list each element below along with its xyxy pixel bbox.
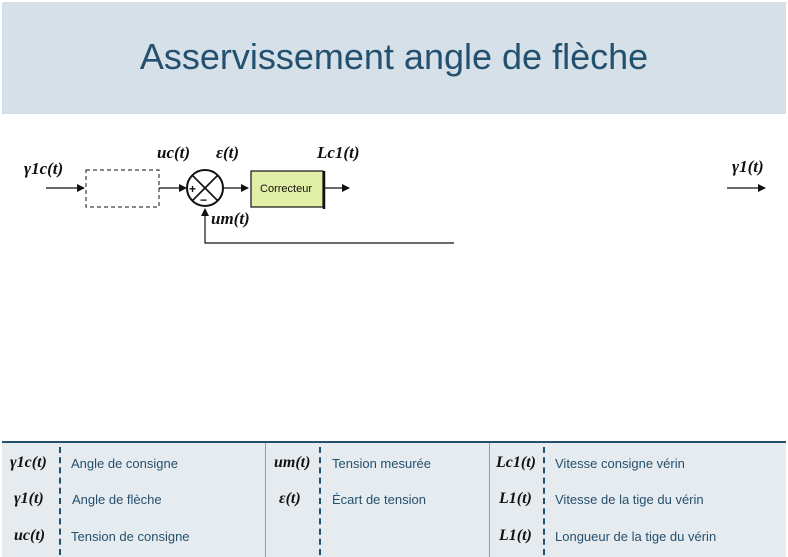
legend-symbol: γ1c(t) [10, 454, 47, 471]
legend-dash-1 [59, 447, 61, 555]
block-diagram: + − Correcteur γ1c(t) uc(t) ε(t) um(t) L… [24, 143, 766, 244]
legend-text: Angle de flèche [72, 492, 162, 507]
legend-text: Longueur de la tige du vérin [555, 529, 717, 544]
um-label: um(t) [211, 209, 250, 228]
legend-symbol: uc(t) [14, 527, 46, 544]
eps-label: ε(t) [216, 143, 239, 162]
legend-symbol: ε(t) [279, 490, 301, 507]
legend-table: γ1c(t) Angle de consigne γ1(t) Angle de … [2, 441, 786, 557]
plus-sign: + [189, 182, 196, 196]
input-label: γ1c(t) [24, 159, 63, 178]
legend-text: Vitesse consigne vérin [555, 456, 685, 471]
legend-text: Écart de tension [332, 492, 426, 507]
legend-symbol: Lc1(t) [496, 454, 536, 471]
minus-sign: − [200, 193, 207, 207]
page-title: Asservissement angle de flèche [139, 36, 649, 77]
legend-text: Angle de consigne [71, 456, 178, 471]
legend-symbol: L1(t) [499, 490, 532, 507]
legend-text: Tension de consigne [71, 529, 190, 544]
legend-dash-3 [543, 447, 545, 555]
title-bar: Asservissement angle de flèche [2, 2, 786, 114]
legend-sep-2 [489, 443, 490, 557]
corrector-label: Correcteur [260, 183, 312, 195]
legend-sep-1 [265, 443, 266, 557]
legend-text: Vitesse de la tige du vérin [555, 492, 704, 507]
legend-symbol: um(t) [274, 454, 311, 471]
legend-text: Tension mesurée [332, 456, 431, 471]
feedback-line [201, 208, 454, 244]
uc-label: uc(t) [157, 143, 190, 162]
lc-label: Lc1(t) [316, 143, 359, 162]
legend-symbol: γ1(t) [14, 490, 44, 507]
legend-dash-2 [319, 447, 321, 555]
legend-symbol: L1(t) [499, 527, 532, 544]
output-label: γ1(t) [732, 157, 764, 176]
dashed-block [85, 169, 160, 208]
